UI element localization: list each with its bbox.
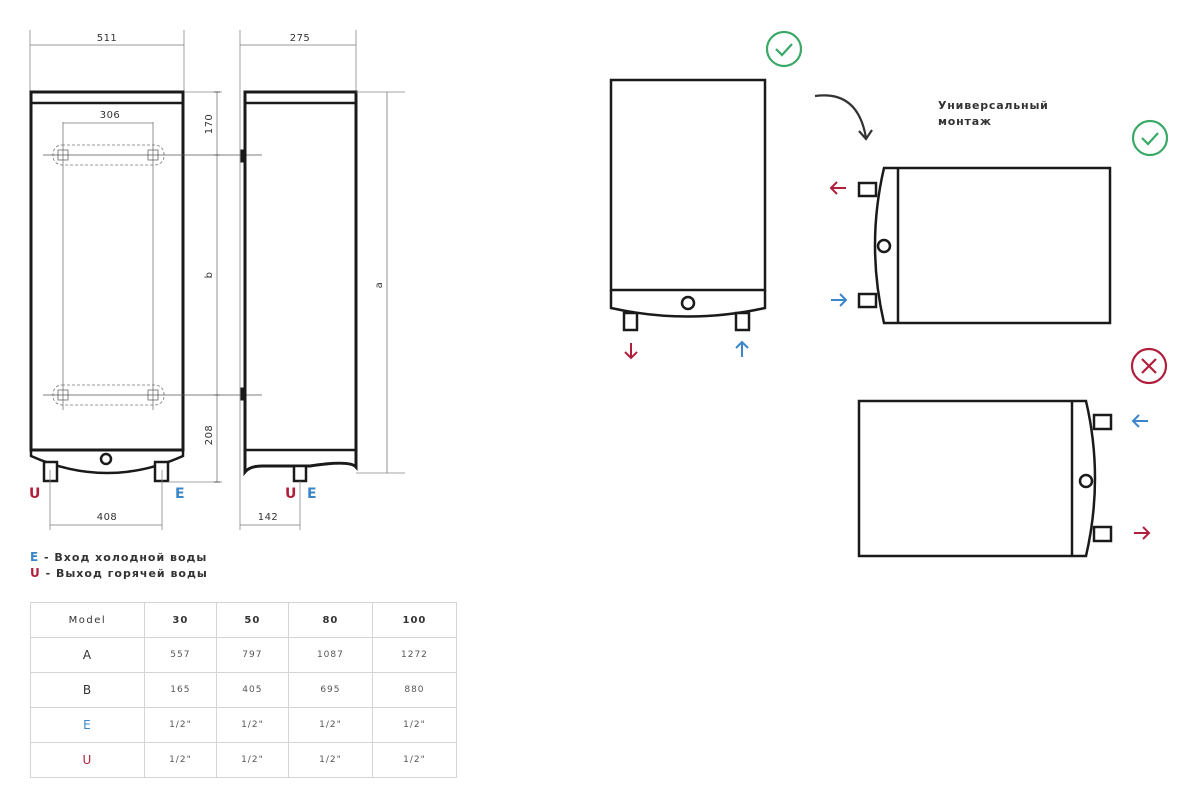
table-cell: 1087 <box>287 637 373 673</box>
table-cell: 695 <box>287 672 373 708</box>
table-cell: 1/2" <box>287 742 373 778</box>
row-label: U <box>30 742 145 778</box>
dim-top-offset: 170 <box>204 114 215 135</box>
dim-pipe-spacing: 408 <box>97 512 118 523</box>
port-u-label: U <box>29 486 40 502</box>
table-cell: 1/2" <box>143 707 217 743</box>
row-label: B <box>30 672 145 708</box>
horizontal-heater-left-pipes <box>857 166 1112 325</box>
header-cell: 100 <box>371 602 458 638</box>
header-cell: 30 <box>143 602 217 638</box>
table-row: B 165 405 695 880 <box>30 672 458 708</box>
table-row: U 1/2" 1/2" 1/2" 1/2" <box>30 742 458 778</box>
horizontal-heater-right-pipes <box>857 399 1113 558</box>
table-cell: 405 <box>215 672 289 708</box>
table-row: E 1/2" 1/2" 1/2" 1/2" <box>30 707 458 743</box>
legend-hot-outlet: U - Выход горячей воды <box>30 566 208 580</box>
legend-text: - Выход горячей воды <box>40 567 208 580</box>
dim-width: 511 <box>97 33 118 44</box>
side-view <box>239 30 405 530</box>
row-label: E <box>30 707 145 743</box>
table-row: A 557 797 1087 1272 <box>30 637 458 673</box>
front-view <box>29 30 262 530</box>
port-e-label: E <box>175 486 185 502</box>
dim-bottom-offset: 208 <box>204 425 215 446</box>
side-port-u-label: U <box>285 486 296 502</box>
row-label: A <box>30 637 145 673</box>
table-cell: 1/2" <box>371 742 458 778</box>
table-cell: 557 <box>143 637 217 673</box>
table-header-row: Model 30 50 80 100 <box>30 602 458 638</box>
table-cell: 1/2" <box>215 707 289 743</box>
check-circle-icon <box>1131 119 1169 157</box>
legend-text: - Вход холодной воды <box>39 551 208 564</box>
dim-bracket-spacing: 306 <box>100 110 121 121</box>
mounting-label-line2: монтаж <box>938 115 992 128</box>
vertical-heater <box>609 78 767 332</box>
arrow-down-icon <box>624 343 638 360</box>
dim-pipe-depth: 142 <box>258 512 279 523</box>
dimensions-table: Model 30 50 80 100 A 557 797 1087 1272 B… <box>30 602 458 778</box>
table-cell: 1272 <box>371 637 458 673</box>
dim-depth: 275 <box>290 33 311 44</box>
table-cell: 1/2" <box>143 742 217 778</box>
arrow-left-icon <box>829 181 846 195</box>
arrow-right-icon <box>1134 526 1151 540</box>
check-circle-icon <box>765 30 803 68</box>
table-cell: 1/2" <box>215 742 289 778</box>
table-cell: 1/2" <box>287 707 373 743</box>
arrow-up-icon <box>735 340 749 357</box>
table-cell: 165 <box>143 672 217 708</box>
table-cell: 1/2" <box>371 707 458 743</box>
dim-b: b <box>204 272 215 279</box>
table-cell: 797 <box>215 637 289 673</box>
legend-cold-inlet: E - Вход холодной воды <box>30 550 207 564</box>
legend-key: U <box>30 566 41 580</box>
legend-key: E <box>30 550 40 564</box>
header-cell: Model <box>30 602 145 638</box>
mounting-label-line1: Универсальный <box>938 99 1049 112</box>
dim-a: a <box>374 282 385 289</box>
arrow-right-icon <box>831 293 848 307</box>
header-cell: 80 <box>287 602 373 638</box>
curved-arrow-icon <box>814 94 873 141</box>
table-cell: 880 <box>371 672 458 708</box>
side-port-e-label: E <box>307 486 317 502</box>
arrow-left-icon <box>1131 414 1148 428</box>
header-cell: 50 <box>215 602 289 638</box>
cross-circle-icon <box>1130 347 1168 385</box>
